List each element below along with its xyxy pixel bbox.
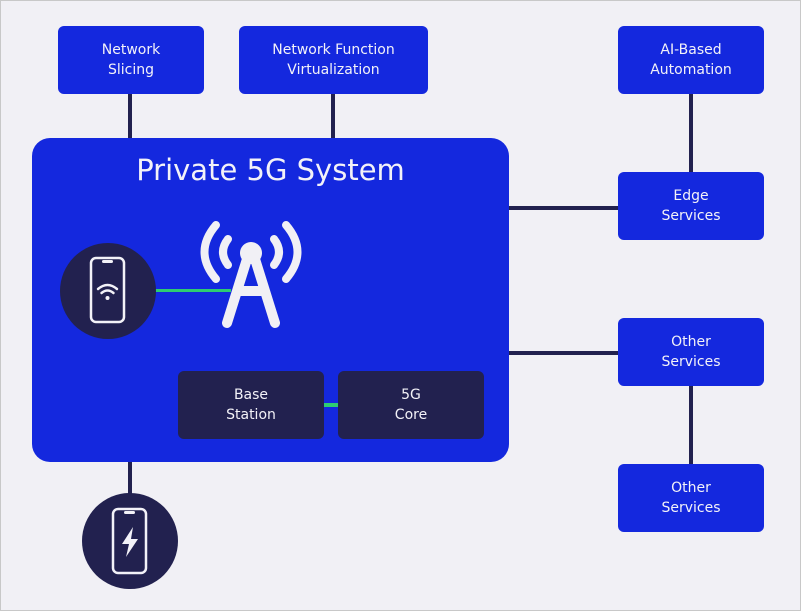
connector-system-other (507, 351, 619, 355)
node-label-line2: Virtualization (287, 62, 380, 78)
system-title: Private 5G System (136, 153, 405, 187)
connector-other-other (689, 385, 693, 465)
base-core-link (323, 403, 339, 407)
connector-ai-edge (689, 94, 693, 174)
node-label-line2: Slicing (107, 62, 154, 78)
node-label-line1: Network (101, 42, 161, 58)
node-label-line2: Core (394, 407, 428, 423)
node-label-line1: Other (671, 480, 711, 496)
node-label-line2: Services (661, 208, 721, 224)
connector-system-device (128, 461, 132, 496)
connector-system-edge (507, 206, 619, 210)
node-label-line1: Other (671, 334, 711, 350)
ai-automation-node[interactable]: AI-Based Automation (618, 26, 764, 94)
node-label-line2: Automation (650, 62, 732, 78)
node-label-line1: Base (233, 387, 269, 403)
nfv-node[interactable]: Network Function Virtualization (239, 26, 428, 94)
smartphone-wifi-icon (89, 256, 126, 324)
other-services-node[interactable]: Other Services (618, 318, 764, 386)
connector-nfv (331, 94, 335, 139)
node-label-line2: Services (661, 500, 721, 516)
smartphone-charging-icon (111, 507, 148, 575)
radio-tower-icon (200, 221, 302, 328)
node-label-line2: Services (661, 354, 721, 370)
network-slicing-node[interactable]: Network Slicing (58, 26, 204, 94)
node-label-line1: AI-Based (660, 42, 722, 58)
node-label-line2: Station (226, 407, 276, 423)
connector-network-slicing (128, 94, 132, 139)
wireless-link (151, 289, 231, 292)
base-station-node[interactable]: Base Station (178, 371, 324, 439)
other-services-node[interactable]: Other Services (618, 464, 764, 532)
node-label-line1: Edge (673, 188, 709, 204)
edge-services-node[interactable]: Edge Services (618, 172, 764, 240)
5g-core-node[interactable]: 5G Core (338, 371, 484, 439)
node-label-line1: 5G (401, 387, 421, 403)
node-label-line1: Network Function (272, 42, 395, 58)
